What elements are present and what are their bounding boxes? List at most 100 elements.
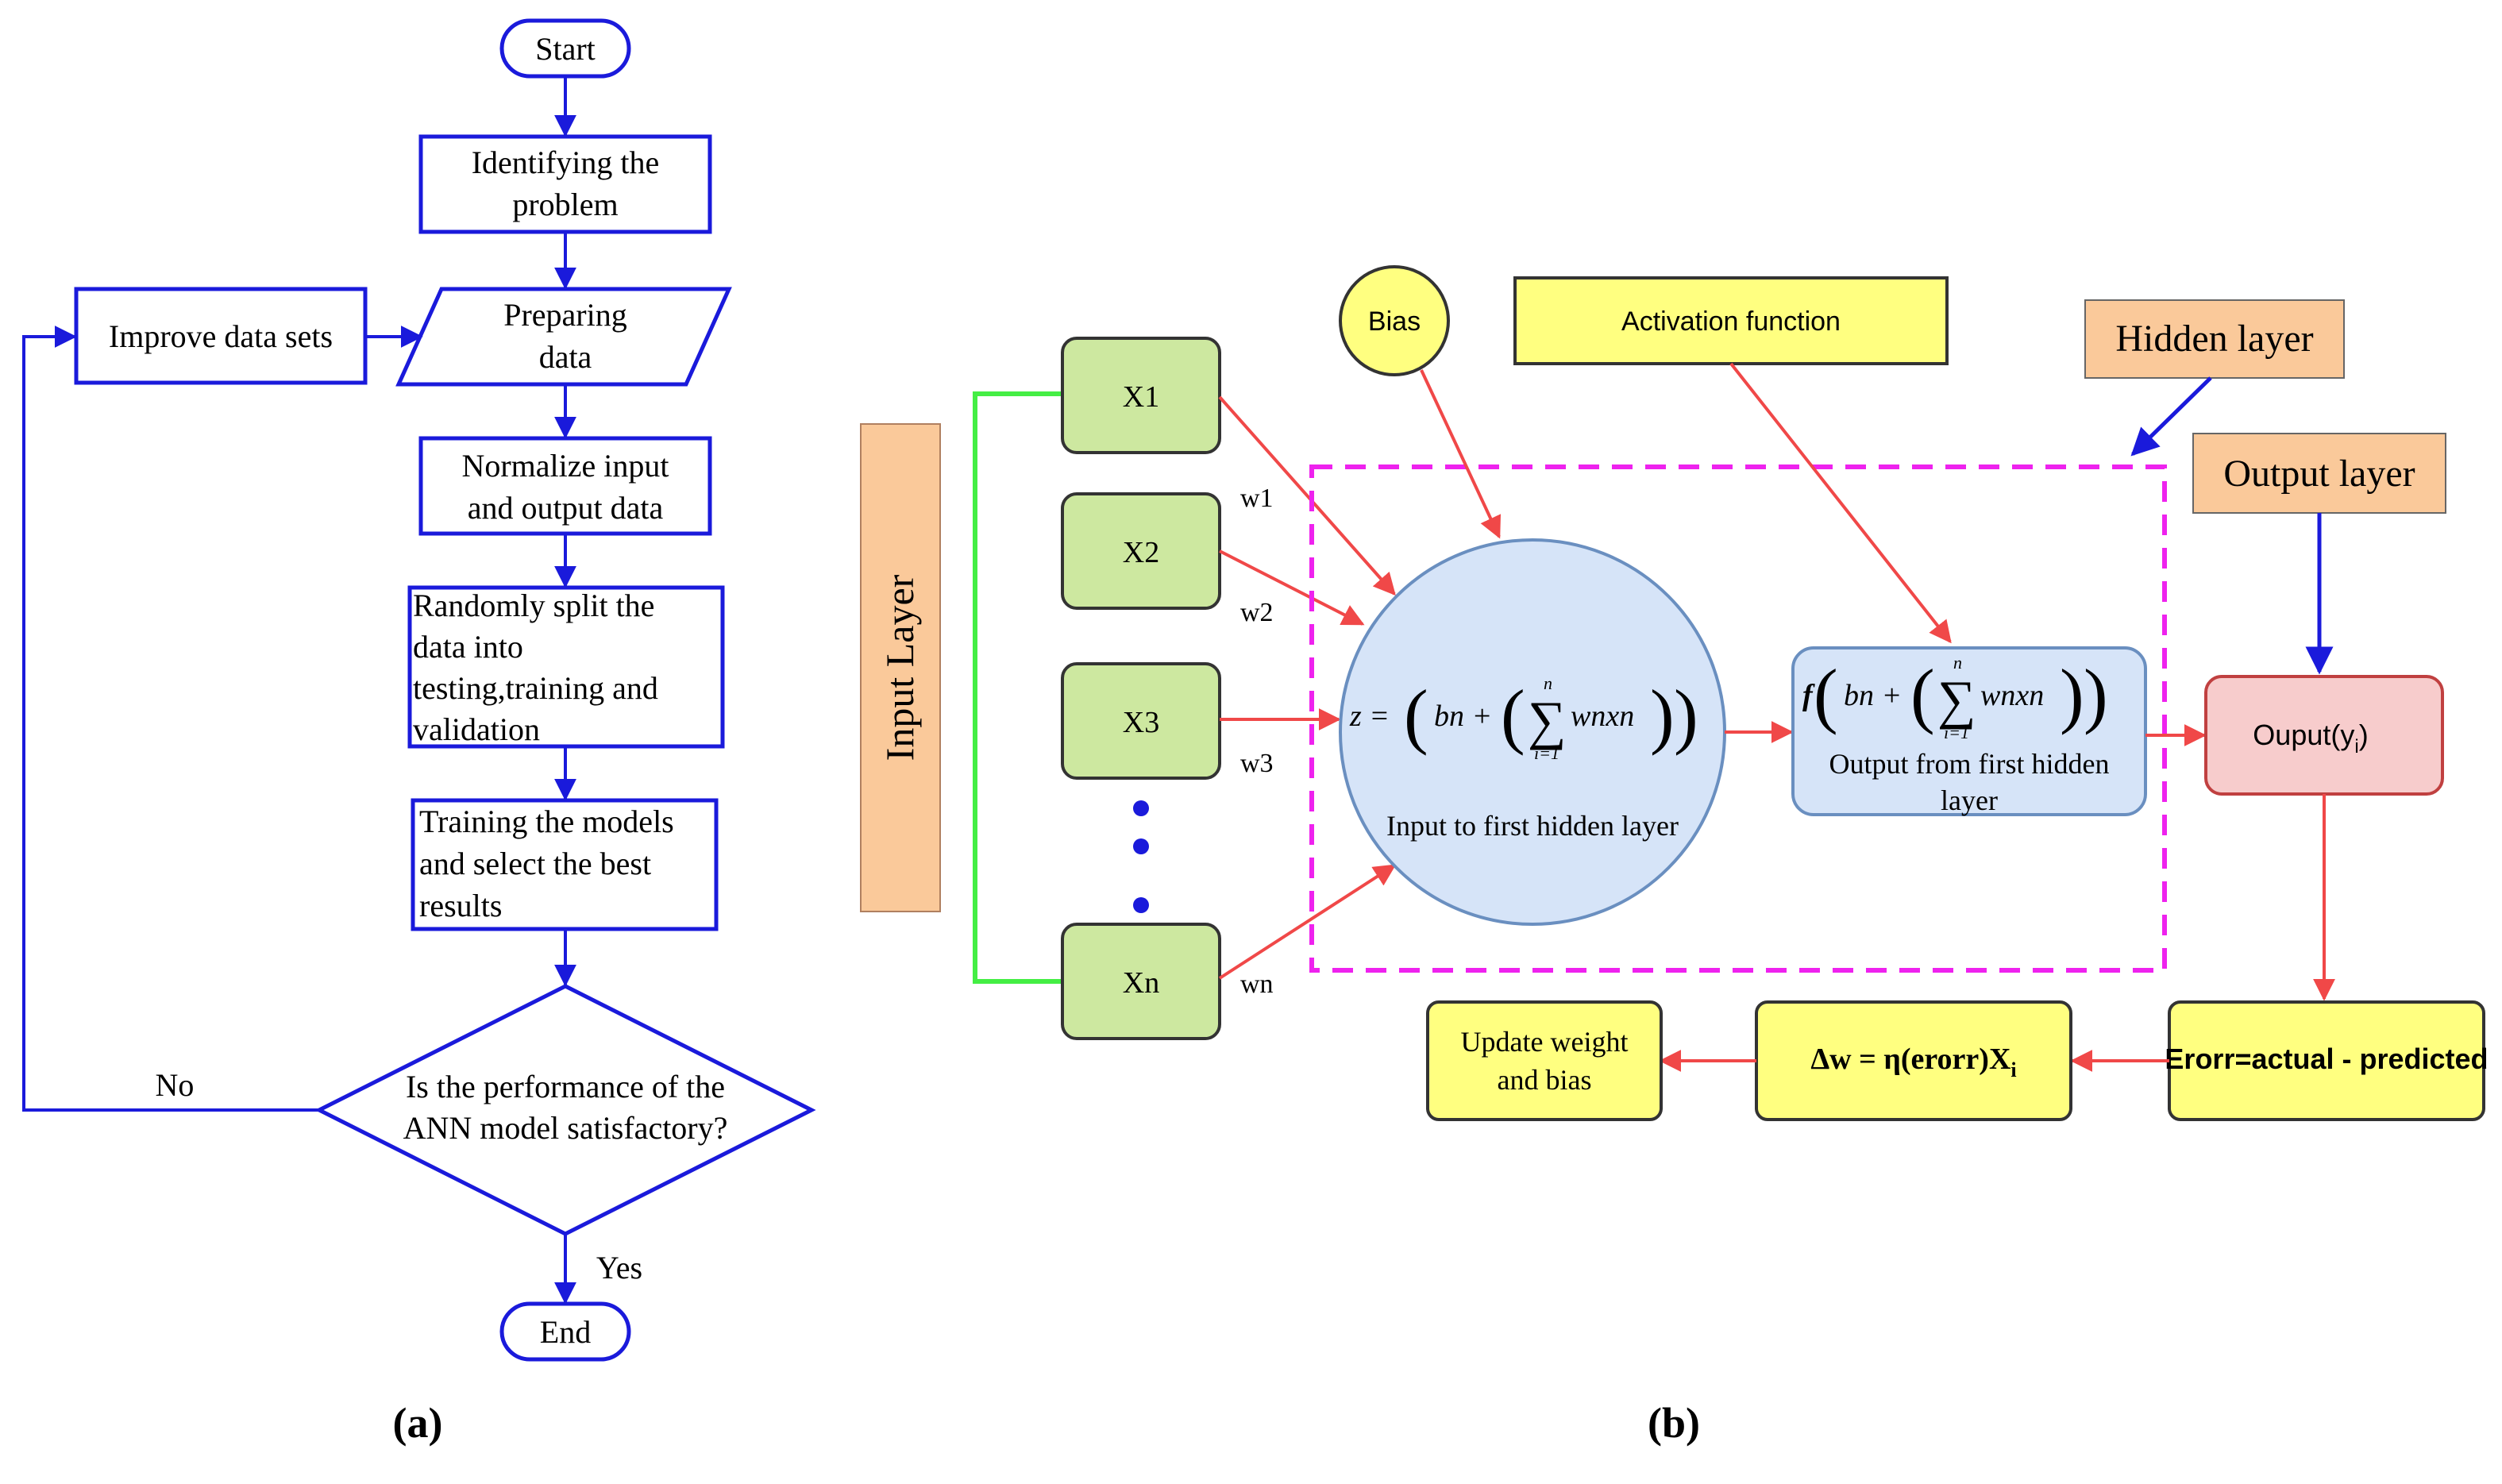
neuron-label: Input to first hidden layer [1386,810,1679,842]
input-node-x1-label: X1 [1123,380,1159,414]
activation-function-label: Activation function [1621,306,1841,337]
activation-wnxn: wnxn [1980,679,2044,712]
weight-labels: w1 w2 w3 wn [1240,484,1274,999]
weight-arrows [1218,395,1397,980]
input-node-x3-label: X3 [1123,706,1159,739]
paren-close-1: ) [1674,675,1698,756]
prepare-data-box [395,287,732,387]
sigma-upper: n [1544,673,1552,693]
weight-w1: w1 [1240,484,1274,513]
arrow-x2-neuron [1219,549,1365,626]
weight-w3: w3 [1240,749,1274,778]
input-layer-label: Input Layer [877,574,922,761]
hidden-layer-tag [2084,299,2345,379]
normalize-label-line1: Normalize input [461,448,669,484]
act-sigma-upper: n [1953,653,1962,673]
input-bracket [973,391,1062,984]
ellipsis-dot-3 [1133,897,1149,913]
output-node-text: Ouput(y [2253,719,2354,751]
decision-label-line1: Is the performance of the [406,1069,725,1104]
hidden-output-label-line1: Output from first hidden [1829,748,2110,780]
ellipsis-dot-1 [1133,800,1149,816]
input-node-xn [1061,923,1221,1040]
act-sigma-lower: i=1 [1944,723,1969,742]
output-node-label: Ouput(yi) [2253,719,2368,757]
prepare-label-line1: Preparing [503,297,627,333]
neuron-formula-bn: bn + [1434,700,1492,733]
output-layer-tag [2192,433,2446,514]
hidden-layer-label: Hidden layer [2115,318,2313,360]
improve-data-box [74,287,368,385]
split-box [407,585,725,749]
split-label-line3: testing,training and [413,670,658,706]
identify-label-line1: Identifying the [472,145,660,180]
training-label-line2: and select the best [419,846,651,881]
normalize-label-line2: and output data [468,490,664,526]
update-box [1426,1000,1663,1121]
panel-b-caption: (b) [1648,1399,1700,1447]
paren-open-1: ( [1404,675,1428,756]
normalize-box [418,436,712,536]
identify-label-line2: problem [512,187,618,222]
panel-a-flowchart: Start Identifying the problem Preparing … [22,18,816,1447]
end-terminal [499,1301,631,1362]
act-paren-close-1: ) [2084,654,2108,735]
update-label-line2: and bias [1498,1064,1592,1096]
prepare-label-line2: data [539,339,592,375]
start-label: Start [535,31,596,67]
split-label-line1: Randomly split the [413,588,654,623]
yes-label: Yes [596,1250,642,1285]
activation-bn: bn + [1844,679,1902,712]
output-node-sub: i [2354,736,2358,757]
ellipsis-dot-2 [1133,838,1149,854]
neuron-formula: z = ( bn + ( ∑ n i=1 wnxn ) ) [1349,673,1698,763]
weight-w2: w2 [1240,598,1274,627]
delta-rule-label: Δw = η(erorr)Xi [1810,1043,2016,1081]
identify-problem-box [418,134,712,234]
act-paren-open-2: ( [1910,654,1935,735]
bias-label: Bias [1368,306,1421,337]
output-layer-label: Output layer [2223,453,2415,495]
error-label: Erorr=actual - predicted [2165,1043,2488,1075]
output-node-close: ) [2359,719,2369,751]
hidden-layer-boundary [1309,464,2167,973]
sigma-symbol: ∑ [1528,690,1566,750]
arrow-activation-output [1729,362,1952,644]
end-label: End [540,1314,591,1350]
delta-rule-sub: i [2010,1058,2016,1081]
neuron-formula-z: z = [1349,700,1390,733]
no-label: No [156,1067,195,1103]
act-paren-close-2: ) [2060,654,2084,735]
act-paren-open-1: ( [1814,654,1838,735]
activation-f: f [1802,679,1815,712]
hidden-output-label-line2: layer [1941,784,1998,816]
weight-wn: wn [1240,969,1274,999]
arrow-bias-neuron [1420,369,1502,539]
paren-close-2: ) [1650,675,1675,756]
training-label-line1: Training the models [419,804,674,839]
activation-formula: f ( bn + ( ∑ n i=1 wnxn ) ) [1802,653,2108,742]
training-box [411,798,719,931]
no-loop-arrow [22,326,319,1112]
decision-label-line2: ANN model satisfactory? [403,1110,728,1146]
neuron-formula-wnxn: wnxn [1571,700,1634,733]
input-nodes: X1 X2 X3 Xn [1061,337,1221,1040]
bias-node [1339,265,1450,376]
panel-a-caption: (a) [393,1399,443,1447]
act-sigma: ∑ [1937,669,1976,730]
arrow-xn-neuron [1218,864,1397,980]
training-label-line3: results [419,888,502,923]
input-node-x2-label: X2 [1123,536,1159,569]
update-label-line1: Update weight [1461,1026,1629,1058]
split-label-line2: data into [413,629,523,665]
input-node-x1 [1061,337,1221,454]
input-node-xn-label: Xn [1123,966,1159,1000]
split-label-line4: validation [413,711,540,747]
activation-function-box [1513,276,1949,365]
sigma-lower: i=1 [1534,743,1559,763]
arrow-hidden-tag [2130,376,2212,457]
delta-rule-text: Δw = η(erorr)X [1810,1043,2010,1076]
arrow-x1-neuron [1218,395,1396,596]
